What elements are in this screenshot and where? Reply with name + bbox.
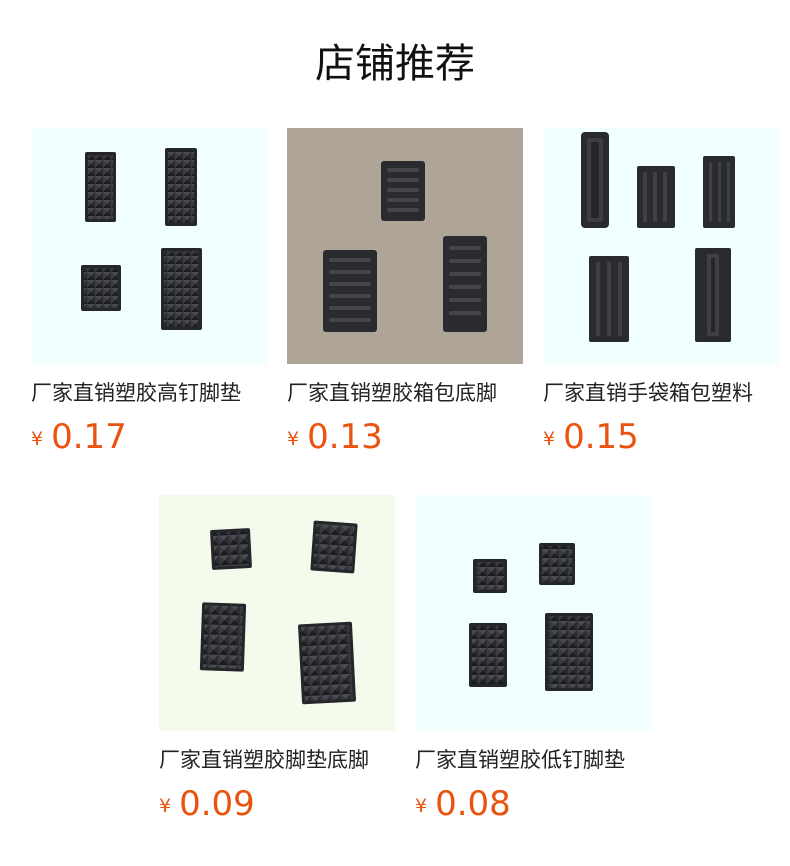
product-name[interactable]: 厂家直销塑胶低钉脚垫 xyxy=(415,748,625,772)
currency-symbol: ¥ xyxy=(415,795,428,817)
product-card-3[interactable]: 厂家直销手袋箱包塑料 ¥0.15 xyxy=(543,128,779,468)
product-price: ¥0.09 xyxy=(159,784,255,824)
product-price: ¥0.15 xyxy=(543,417,639,457)
price-value: 0.08 xyxy=(435,784,511,824)
product-name[interactable]: 厂家直销手袋箱包塑料 xyxy=(543,381,753,405)
section-title: 店铺推荐 xyxy=(315,41,475,87)
product-card-4[interactable]: 厂家直销塑胶脚垫底脚 ¥0.09 xyxy=(159,495,395,835)
product-card-1[interactable]: 厂家直销塑胶高钉脚垫 ¥0.17 xyxy=(31,128,267,468)
price-value: 0.15 xyxy=(563,417,639,457)
currency-symbol: ¥ xyxy=(287,428,300,450)
product-price: ¥0.17 xyxy=(31,417,127,457)
price-value: 0.13 xyxy=(307,417,383,457)
product-price: ¥0.08 xyxy=(415,784,511,824)
product-card-5[interactable]: 厂家直销塑胶低钉脚垫 ¥0.08 xyxy=(415,495,651,835)
product-name[interactable]: 厂家直销塑胶脚垫底脚 xyxy=(159,748,369,772)
currency-symbol: ¥ xyxy=(31,428,44,450)
product-image-2[interactable] xyxy=(287,128,523,364)
price-value: 0.09 xyxy=(179,784,255,824)
product-image-1[interactable] xyxy=(31,128,267,364)
product-name[interactable]: 厂家直销塑胶高钉脚垫 xyxy=(31,381,241,405)
currency-symbol: ¥ xyxy=(543,428,556,450)
product-card-2[interactable]: 厂家直销塑胶箱包底脚 ¥0.13 xyxy=(287,128,523,468)
price-value: 0.17 xyxy=(51,417,127,457)
product-name[interactable]: 厂家直销塑胶箱包底脚 xyxy=(287,381,497,405)
product-image-5[interactable] xyxy=(415,495,651,731)
product-image-3[interactable] xyxy=(543,128,779,364)
product-price: ¥0.13 xyxy=(287,417,383,457)
currency-symbol: ¥ xyxy=(159,795,172,817)
product-image-4[interactable] xyxy=(159,495,395,731)
